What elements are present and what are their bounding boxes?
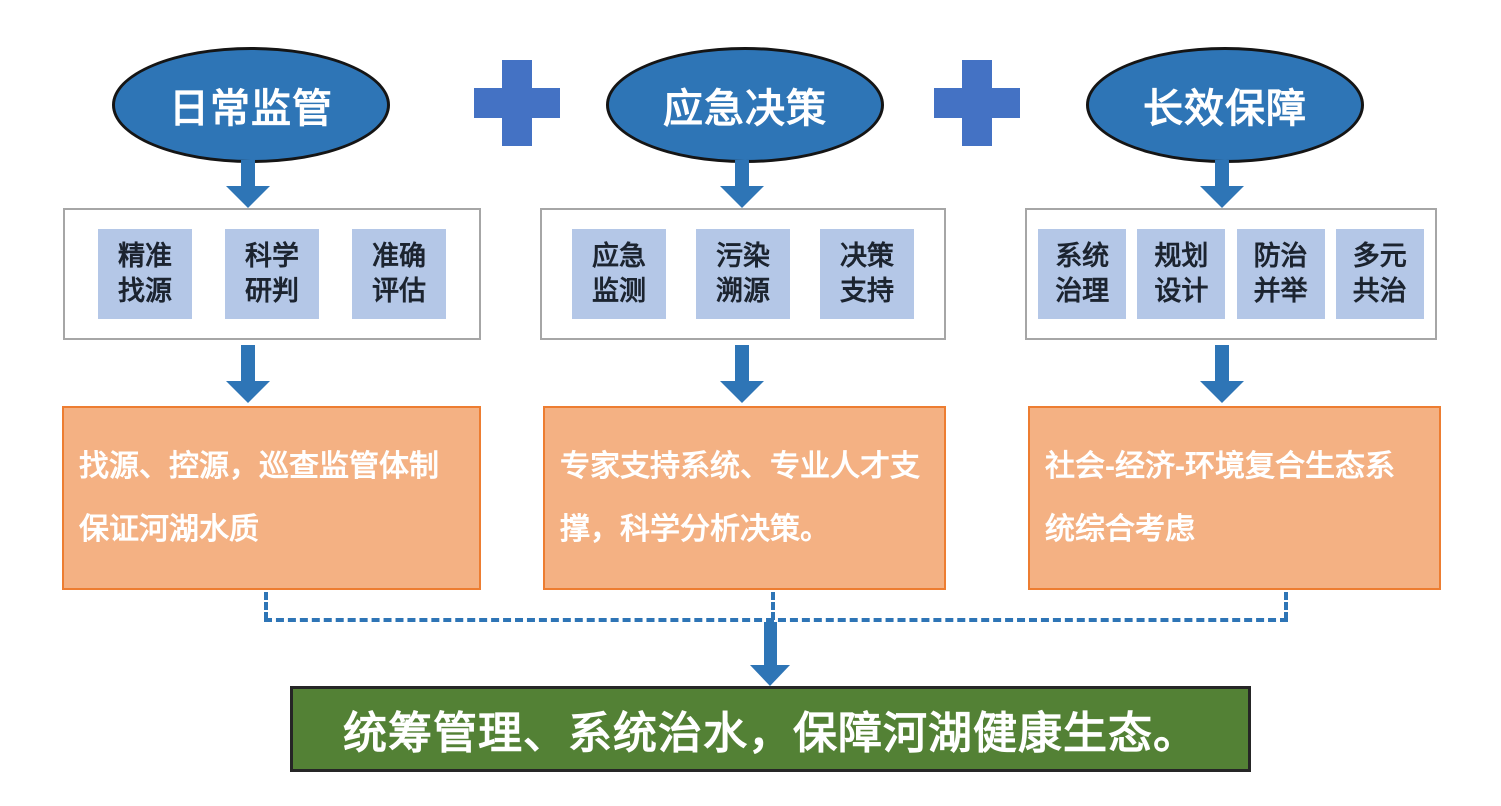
capability-item: 规划 设计 xyxy=(1137,229,1226,319)
down-arrow-icon xyxy=(1200,160,1244,208)
capability-item: 精准 找源 xyxy=(98,229,192,319)
capability-item: 污染 溯源 xyxy=(696,229,790,319)
dashed-connector-right xyxy=(1284,592,1288,620)
capability-item: 多元 共治 xyxy=(1335,229,1424,319)
capability-item: 系统 治理 xyxy=(1038,229,1127,319)
conclusion-text: 统筹管理、系统治水，保障河湖健康生态。 xyxy=(343,709,1198,758)
arrow-head xyxy=(720,381,764,403)
arrow-head xyxy=(226,381,270,403)
capability-panel-long-term: 系统 治理 规划 设计 防治 并举 多元 共治 xyxy=(1025,208,1437,340)
dashed-connector-center xyxy=(771,592,775,620)
stage-title: 日常监管 xyxy=(169,87,333,131)
description-text: 社会-经济-环境复合生态系统综合考虑 xyxy=(1045,450,1395,546)
dashed-connector-left xyxy=(264,592,268,620)
down-arrow-icon xyxy=(226,345,270,403)
stage-ellipse-long-term-guarantee: 长效保障 xyxy=(1086,47,1364,163)
arrow-shaft xyxy=(241,345,255,381)
description-text: 找源、控源，巡查监管体制保证河湖水质 xyxy=(79,450,439,546)
stage-title: 应急决策 xyxy=(663,87,827,131)
arrow-shaft xyxy=(735,345,749,381)
down-arrow-icon xyxy=(720,160,764,208)
dashed-connector-horizontal xyxy=(264,618,1288,622)
plus-icon xyxy=(934,60,1020,146)
down-arrow-icon xyxy=(1200,345,1244,403)
capability-item: 准确 评估 xyxy=(352,229,446,319)
capability-item: 防治 并举 xyxy=(1236,229,1325,319)
arrow-head xyxy=(226,186,270,208)
arrow-head xyxy=(1200,381,1244,403)
description-box-emergency: 专家支持系统、专业人才支撑，科学分析决策。 xyxy=(543,406,946,590)
arrow-shaft xyxy=(735,160,749,186)
description-box-long-term: 社会-经济-环境复合生态系统综合考虑 xyxy=(1028,406,1441,590)
stage-ellipse-daily-supervision: 日常监管 xyxy=(112,47,390,163)
capability-item: 决策 支持 xyxy=(820,229,914,319)
description-box-daily: 找源、控源，巡查监管体制保证河湖水质 xyxy=(62,406,481,590)
capability-panel-emergency: 应急 监测 污染 溯源 决策 支持 xyxy=(540,208,946,340)
arrow-shaft xyxy=(763,622,777,665)
description-text: 专家支持系统、专业人才支撑，科学分析决策。 xyxy=(560,450,920,546)
stage-title: 长效保障 xyxy=(1143,87,1307,131)
down-arrow-icon xyxy=(750,622,790,686)
capability-item: 科学 研判 xyxy=(225,229,319,319)
arrow-shaft xyxy=(1215,160,1229,186)
arrow-head xyxy=(1200,186,1244,208)
conclusion-banner: 统筹管理、系统治水，保障河湖健康生态。 xyxy=(290,686,1251,772)
arrow-head xyxy=(720,186,764,208)
arrow-head xyxy=(750,665,790,686)
arrow-shaft xyxy=(241,160,255,186)
down-arrow-icon xyxy=(720,345,764,403)
down-arrow-icon xyxy=(226,160,270,208)
arrow-shaft xyxy=(1215,345,1229,381)
capability-item: 应急 监测 xyxy=(572,229,666,319)
capability-panel-daily: 精准 找源 科学 研判 准确 评估 xyxy=(63,208,481,340)
stage-ellipse-emergency-decision: 应急决策 xyxy=(606,47,884,163)
plus-icon xyxy=(474,60,560,146)
